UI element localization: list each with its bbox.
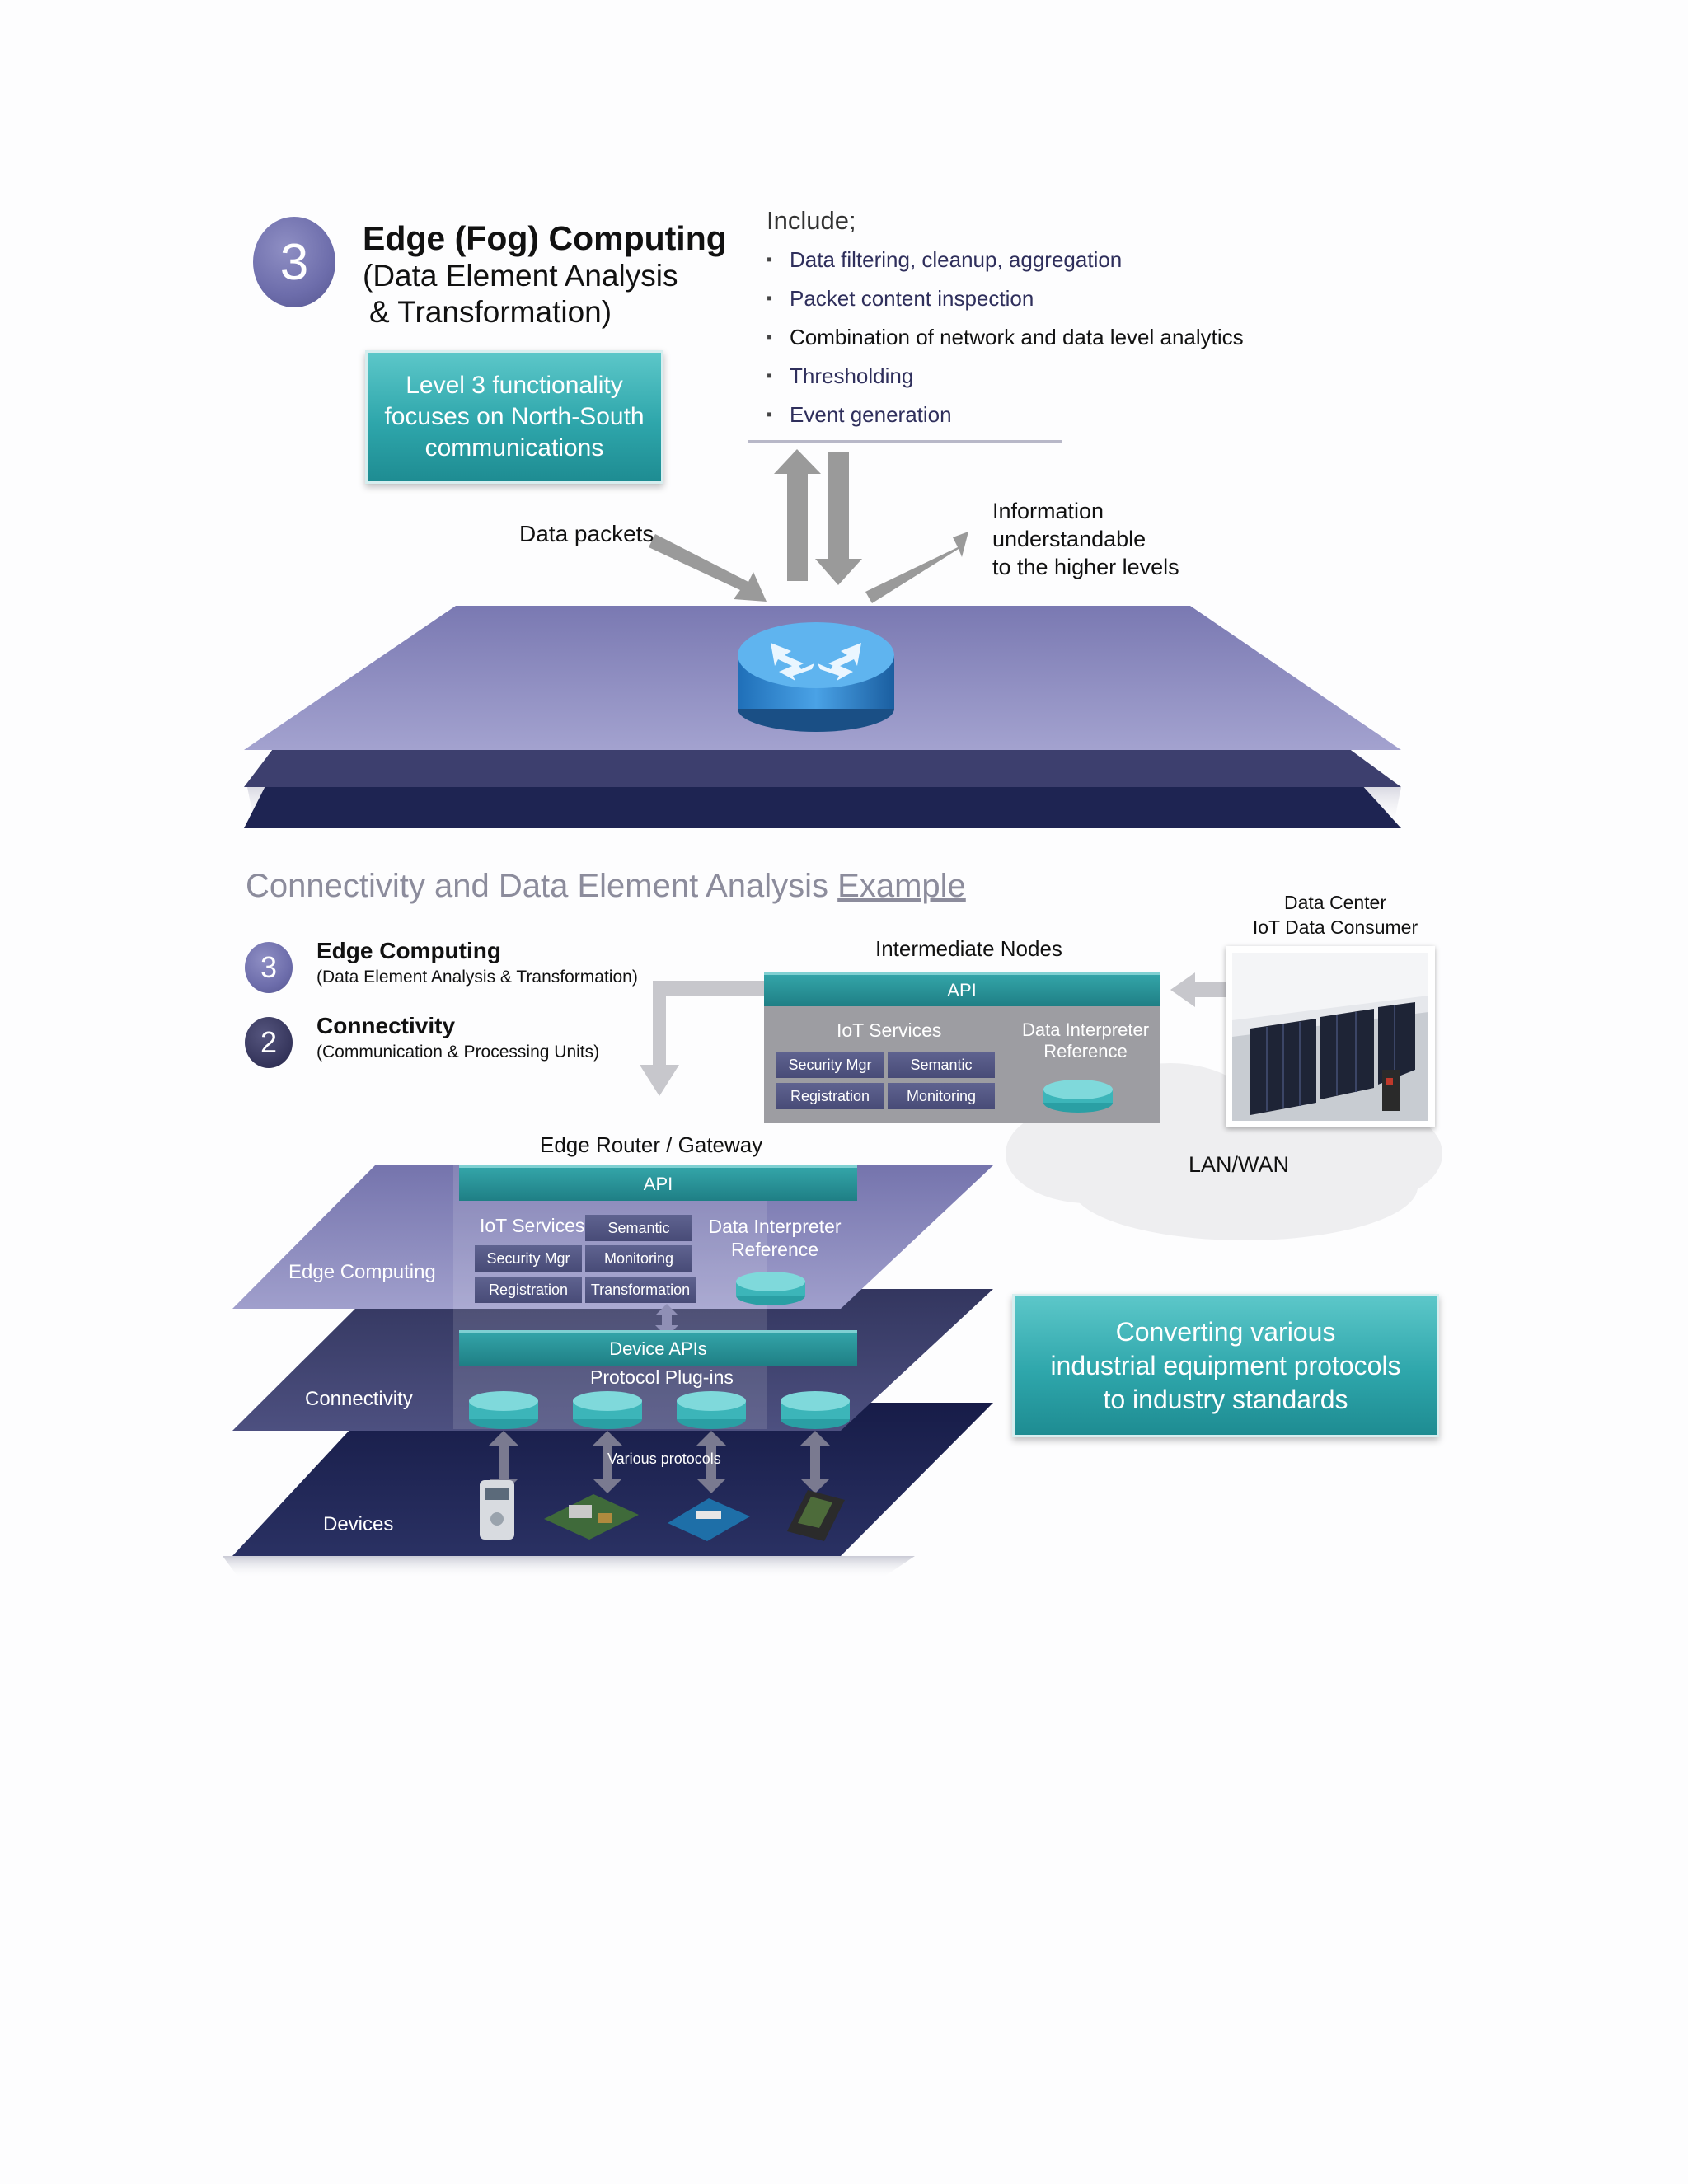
teal-box-line: Level 3 functionality <box>406 372 623 399</box>
teal-box-line: communications <box>424 434 604 462</box>
gateway-semantic: Semantic <box>585 1215 692 1241</box>
plugin-cylinder <box>781 1391 850 1429</box>
include-item: Combination of network and data level an… <box>767 318 1244 357</box>
intermediate-security-mgr: Security Mgr <box>776 1052 884 1078</box>
circuit-board-icon <box>544 1494 639 1540</box>
gateway-registration: Registration <box>475 1277 582 1303</box>
arrow-data-packets <box>649 534 767 602</box>
bottom-title-text: Connectivity and Data Element Analysis <box>246 868 838 904</box>
fog-plane-mid <box>244 746 1401 787</box>
legend-badge-3: 3 <box>245 942 293 993</box>
device-apis-bar: Device APIs <box>459 1330 857 1366</box>
intermediate-iot-services: IoT Services <box>837 1019 942 1041</box>
plugin-cylinder <box>677 1391 746 1429</box>
include-divider <box>748 440 1062 443</box>
data-center-line: IoT Data Consumer <box>1252 916 1418 938</box>
intermediate-api-bar: API <box>764 972 1160 1006</box>
example-link[interactable]: Example <box>837 868 966 904</box>
intermediate-db-icon <box>1043 1080 1113 1113</box>
gateway-monitoring: Monitoring <box>585 1245 692 1272</box>
data-interpreter-line: Data Interpreter <box>708 1216 842 1237</box>
intermediate-semantic: Semantic <box>888 1052 995 1078</box>
teal-box-line: focuses on North-South <box>384 403 645 430</box>
data-interpreter-line: Reference <box>1043 1041 1128 1062</box>
arduino-board-icon <box>668 1498 750 1541</box>
data-center-label: Data Center IoT Data Consumer <box>1228 890 1442 940</box>
data-interpreter-line: Data Interpreter <box>1021 1019 1150 1040</box>
gateway-data-interpreter: Data Interpreter Reference <box>701 1215 849 1261</box>
intermediate-registration: Registration <box>776 1083 884 1109</box>
protocol-plugin-cylinders <box>469 1391 850 1429</box>
gateway-security-mgr: Security Mgr <box>475 1245 582 1272</box>
legend-connectivity-sub: (Communication & Processing Units) <box>316 1043 600 1062</box>
protocol-plugins-label: Protocol Plug-ins <box>590 1366 734 1388</box>
gateway-updown-arrow <box>655 1304 678 1337</box>
devices-shadow <box>223 1556 915 1578</box>
legend-edge-title: Edge Computing <box>316 938 501 963</box>
legend-connectivity-title: Connectivity <box>316 1013 456 1038</box>
information-line: Information <box>992 499 1104 523</box>
level3-functionality-box: Level 3 functionality focuses on North-S… <box>365 350 663 484</box>
lan-wan-label: LAN/WAN <box>1189 1152 1290 1177</box>
layer-label-devices: Devices <box>323 1513 394 1535</box>
gateway-db-icon <box>736 1272 805 1305</box>
information-line: to the higher levels <box>992 555 1179 579</box>
legend-edge-sub: (Data Element Analysis & Transformation) <box>316 968 638 987</box>
level-3-badge: 3 <box>253 217 335 307</box>
fog-layer-graphic <box>244 449 1401 828</box>
data-center-line: Data Center <box>1283 892 1386 913</box>
protocol-arrows <box>489 1431 830 1493</box>
gateway-transformation: Transformation <box>585 1277 696 1303</box>
arrow-nodes-to-gateway <box>640 981 767 1096</box>
converting-protocols-box: Converting various industrial equipment … <box>1012 1294 1439 1437</box>
include-heading: Include; <box>767 206 856 235</box>
server-racks-image <box>1232 953 1428 1121</box>
intermediate-data-interpreter: Data Interpreter Reference <box>1011 1019 1160 1062</box>
smart-meter-icon <box>480 1480 514 1540</box>
include-item: Thresholding <box>767 357 1244 396</box>
plugin-cylinder <box>573 1391 642 1429</box>
teal-box-line: to industry standards <box>1103 1384 1348 1414</box>
handheld-device-icon <box>787 1490 845 1541</box>
information-line: understandable <box>992 527 1146 551</box>
router-icon <box>738 622 894 732</box>
layer-label-edge-computing: Edge Computing <box>288 1261 436 1283</box>
arrow-information <box>865 532 968 603</box>
flow-arrows <box>640 972 1236 1096</box>
data-interpreter-line: Reference <box>730 1239 819 1260</box>
gateway-api-bar: API <box>459 1165 857 1201</box>
arrow-up <box>774 449 821 581</box>
protocol-arrow <box>593 1431 622 1493</box>
teal-box-line: Converting various <box>1115 1316 1336 1347</box>
include-item: Packet content inspection <box>767 279 1244 318</box>
gateway-title: Edge Router / Gateway <box>540 1132 763 1157</box>
edge-fog-subtitle-1: (Data Element Analysis <box>363 259 678 293</box>
data-packets-label: Data packets <box>519 521 654 546</box>
gateway-iot-services: IoT Services <box>480 1215 585 1236</box>
layer-label-connectivity: Connectivity <box>305 1388 413 1410</box>
information-label: Information understandable to the higher… <box>992 497 1179 581</box>
various-protocols-label: Various protocols <box>607 1451 721 1467</box>
include-item: Data filtering, cleanup, aggregation <box>767 241 1244 279</box>
intermediate-nodes-panel: API IoT Services Data Interpreter Refere… <box>764 972 1160 1123</box>
include-list: Data filtering, cleanup, aggregation Pac… <box>767 241 1244 434</box>
protocol-arrow <box>800 1431 830 1493</box>
intermediate-nodes-title: Intermediate Nodes <box>875 936 1062 961</box>
bottom-section-title: Connectivity and Data Element Analysis E… <box>246 868 966 905</box>
protocol-arrow <box>696 1431 726 1493</box>
include-item: Event generation <box>767 396 1244 434</box>
edge-fog-title: Edge (Fog) Computing <box>363 219 727 257</box>
teal-box-line: industrial equipment protocols <box>1050 1350 1401 1380</box>
arrow-down <box>815 452 862 585</box>
data-center-photo <box>1226 946 1435 1127</box>
arrow-datacenter-to-nodes <box>1170 972 1236 1007</box>
arrow-group <box>649 449 968 603</box>
edge-fog-subtitle-2: & Transformation) <box>369 295 612 329</box>
intermediate-monitoring: Monitoring <box>888 1083 995 1109</box>
protocol-arrow <box>489 1431 518 1493</box>
device-icons <box>480 1480 845 1541</box>
legend-badge-2: 2 <box>245 1017 293 1068</box>
plugin-cylinder <box>469 1391 538 1429</box>
